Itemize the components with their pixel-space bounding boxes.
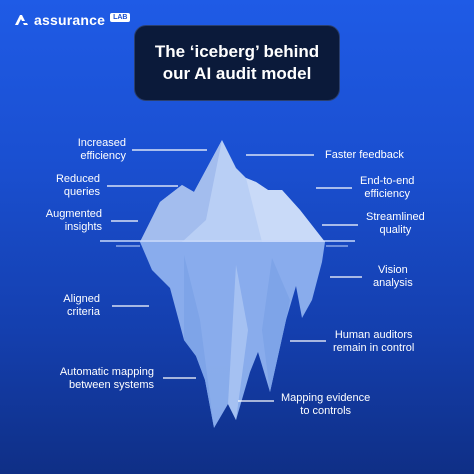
label-faster-feedback: Faster feedback [325,149,404,162]
label-streamlined-quality: Streamlined quality [366,211,425,237]
label-line: criteria [66,306,100,318]
label-line: insights [64,221,102,233]
label-line: Faster feedback [325,149,404,161]
label-line: Streamlined [366,211,425,223]
logo-badge: LAB [110,12,131,22]
label-mapping-evidence: Mapping evidence to controls [281,392,370,418]
label-line: Reduced [55,173,100,185]
label-line: End-to-end [360,175,415,187]
label-end-to-end-efficiency: End-to-end efficiency [360,175,414,201]
title-line-1: The ‘iceberg’ behind [154,42,320,61]
title-line-2: our AI audit model [162,64,312,83]
label-line: between systems [69,379,154,391]
label-aligned-criteria: Aligned criteria [63,293,100,319]
iceberg-above-facet [140,140,222,242]
iceberg-underwater-facet [262,258,290,392]
label-automatic-mapping: Automatic mapping between systems [60,366,154,392]
label-augmented-insights: Augmented insights [46,208,102,234]
label-line: Augmented [45,208,102,220]
logo-text: assurance [34,12,106,28]
label-increased-efficiency: Increased efficiency [78,137,126,163]
label-line: analysis [373,277,413,289]
label-line: Human auditors [334,329,413,341]
iceberg-underwater-facet [184,255,214,428]
brand-logo: assurance LAB [14,12,131,28]
label-line: Aligned [63,293,100,305]
label-line: Mapping evidence [281,392,371,404]
label-line: queries [63,186,100,198]
label-line: Automatic mapping [59,366,154,378]
logo-mark-icon [15,15,28,25]
label-line: to controls [300,405,352,417]
label-line: Increased [77,137,126,149]
label-vision-analysis: Vision analysis [373,264,413,290]
title-box: The ‘iceberg’ behind our AI audit model [134,25,340,101]
label-line: efficiency [364,188,411,200]
label-reduced-queries: Reduced queries [56,173,100,199]
label-line: Vision [377,264,408,276]
label-line: remain in control [333,342,415,354]
label-line: quality [379,224,412,236]
label-human-auditors: Human auditors remain in control [333,329,414,355]
iceberg-above-facet [246,178,325,242]
label-line: efficiency [80,150,126,162]
iceberg-underwater-facet [228,265,248,420]
